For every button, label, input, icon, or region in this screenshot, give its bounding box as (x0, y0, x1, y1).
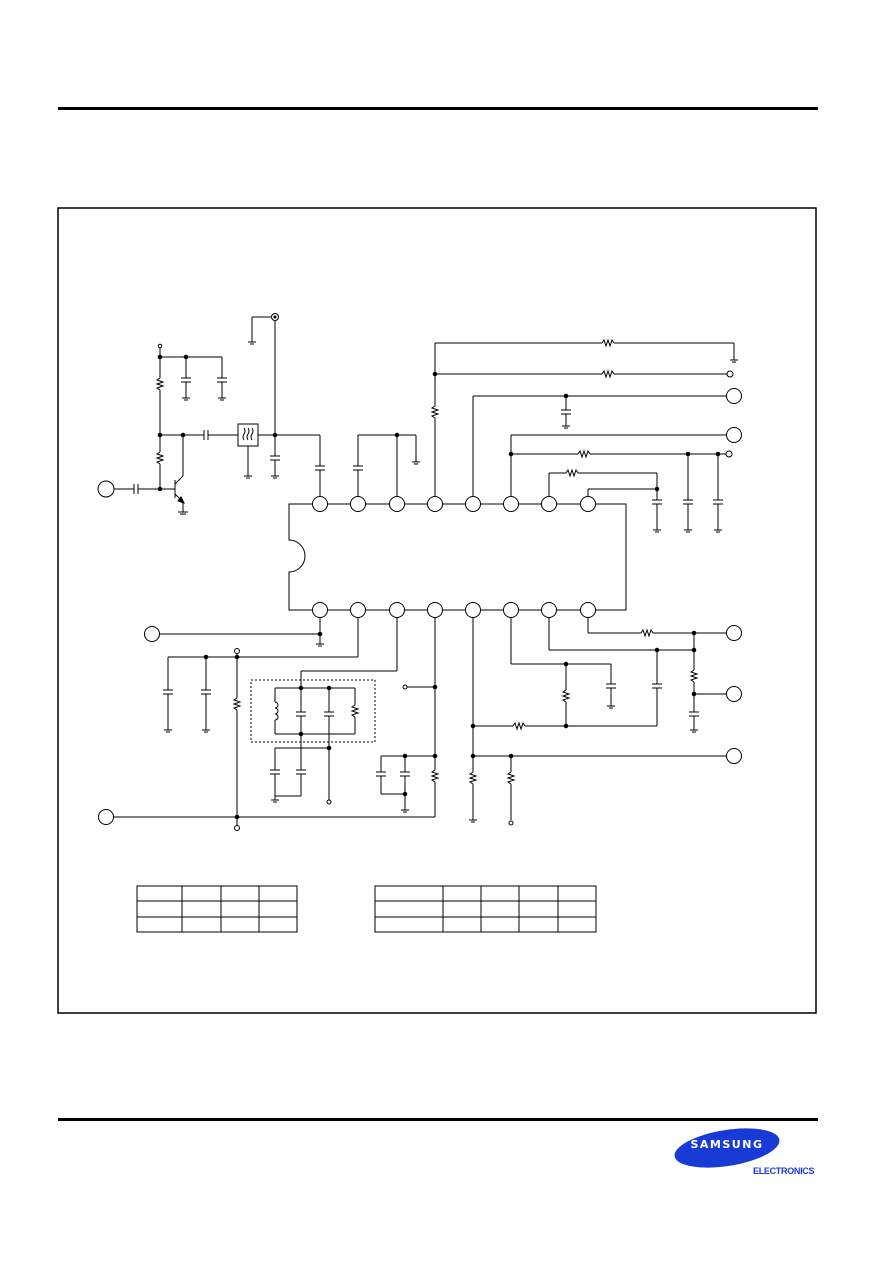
figure-frame (57, 207, 817, 1014)
ic-pin (465, 602, 481, 618)
ic-pin (541, 602, 557, 618)
pin-network-center (376, 618, 440, 817)
if-tank-network (250, 618, 398, 805)
ic-pin (503, 602, 519, 618)
ic-pin (312, 602, 328, 618)
table-right (374, 885, 597, 933)
ic-top-pins (312, 496, 596, 512)
terminal (144, 626, 160, 642)
ic-pin (580, 602, 596, 618)
ic-pin (389, 602, 405, 618)
transistor-icon (160, 475, 185, 504)
top-right-network (430, 338, 742, 533)
ic-pin (350, 602, 366, 618)
header-rule (58, 107, 818, 110)
ic-pin (541, 496, 557, 512)
bottom-left-network (98, 618, 435, 831)
logo-division: ELECTRONICS (753, 1166, 815, 1176)
logo-wordmark: SAMSUNG (690, 1138, 764, 1151)
bottom-right-network (468, 618, 742, 826)
input-terminal (97, 480, 115, 498)
ic-pin (580, 496, 596, 512)
input-stage (97, 313, 325, 515)
ic-pin (427, 496, 443, 512)
ic-pin (427, 602, 443, 618)
ic-pin (312, 496, 328, 512)
ic-pin (350, 496, 366, 512)
samsung-logo: SAMSUNG ELECTRONICS (671, 1121, 822, 1180)
pin2-pin3-network (353, 432, 420, 496)
ic-pin (465, 496, 481, 512)
ceramic-filter-icon (237, 423, 259, 447)
terminal (98, 809, 114, 825)
footer-rule (58, 1118, 818, 1121)
table-left (136, 885, 298, 933)
ic-package (288, 503, 627, 611)
ic-pin (503, 496, 519, 512)
ic-pin (389, 496, 405, 512)
ic-bottom-pins (312, 602, 596, 618)
